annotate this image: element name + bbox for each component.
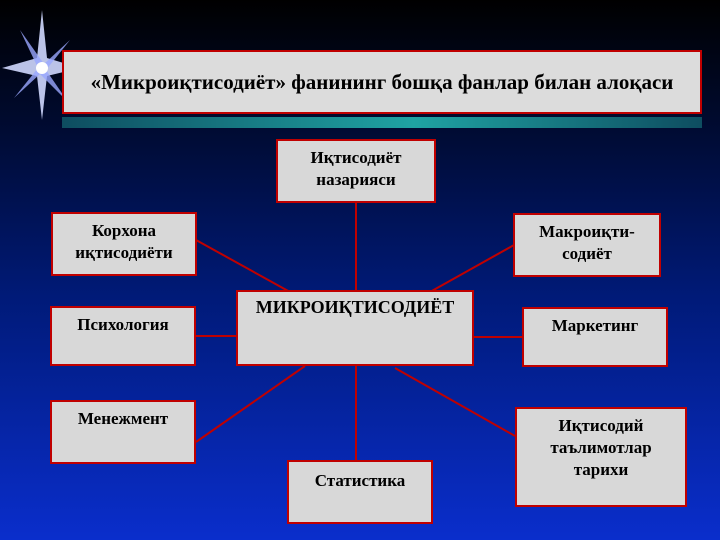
connector-mgmt	[195, 365, 306, 443]
node-history-of-economic-thought: Иқтисодий таълимотлар тарихи	[515, 407, 687, 507]
star-icon	[2, 10, 80, 120]
node-macroeconomics: Макроиқти- содиёт	[513, 213, 661, 277]
node-psychology: Психология	[50, 306, 196, 366]
slide-title: «Микроиқтисодиёт» фанининг бошқа фанлар …	[62, 50, 702, 114]
node-microeconomics: МИКРОИҚТИСОДИЁТ	[236, 290, 474, 366]
connector-macro	[429, 244, 515, 293]
connector-history	[394, 367, 516, 437]
node-enterprise-economics: Корхона иқтисодиёти	[51, 212, 197, 276]
connector-corp	[195, 239, 291, 293]
node-marketing: Маркетинг	[522, 307, 668, 367]
title-accent-bar	[62, 117, 702, 128]
node-statistics: Статистика	[287, 460, 433, 524]
node-management: Менежмент	[50, 400, 196, 464]
node-economic-theory: Иқтисодиёт назарияси	[276, 139, 436, 203]
